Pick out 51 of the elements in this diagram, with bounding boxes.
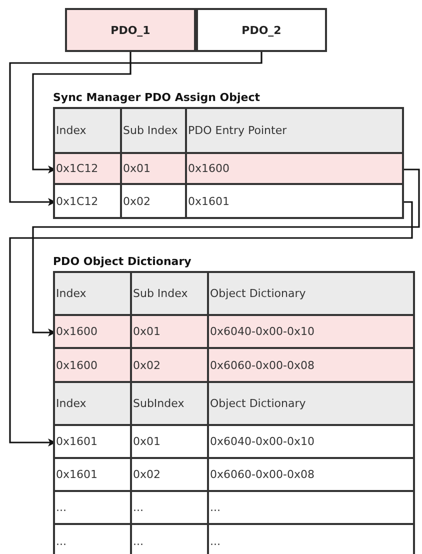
table-cell: 0x01	[132, 426, 209, 457]
table-title: Sync Manager PDO Assign Object	[53, 90, 262, 106]
table-cell-text: ...	[209, 534, 222, 550]
table-cell-text: 0x6040-0x00-0x10	[209, 434, 316, 450]
pdo-box: PDO_1	[65, 8, 196, 52]
table-row	[55, 349, 413, 383]
table-cell: 0x1600	[55, 316, 132, 347]
table-row	[55, 154, 402, 185]
header-cell: Index	[55, 273, 132, 314]
table-cell-text: 0x1601	[187, 194, 231, 210]
table-cell: 0x1C12	[55, 185, 122, 217]
header-cell: SubIndex	[132, 383, 209, 424]
pdo-box: PDO_2	[196, 8, 327, 52]
table-row	[55, 459, 413, 492]
table-cell: ...	[132, 492, 209, 523]
header-cell: Sub Index	[132, 273, 209, 314]
connector-arrow	[9, 201, 413, 446]
table-cell-text: ...	[209, 500, 222, 516]
table-header-row	[55, 109, 402, 154]
table-header-row	[55, 383, 413, 426]
table-cell: 0x01	[132, 316, 209, 347]
connector-arrow	[32, 52, 132, 174]
table-row	[55, 316, 413, 349]
table-cell: 0x02	[132, 349, 209, 381]
connector-arrow	[9, 52, 262, 206]
header-cell: Index	[55, 109, 122, 152]
table-cell: 0x01	[122, 154, 187, 183]
table-header-row	[55, 273, 413, 316]
table-title: PDO Object Dictionary	[53, 254, 192, 270]
table-cell-text: 0x1600	[187, 161, 231, 177]
table-cell: ...	[55, 492, 132, 523]
table-cell: 0x1C12	[55, 154, 122, 183]
table-cell: ...	[132, 525, 209, 554]
header-cell-text: Object Dictionary	[209, 396, 307, 412]
table-cell: 0x1601	[55, 459, 132, 490]
table-row	[55, 185, 402, 219]
table-cell: ...	[55, 525, 132, 554]
table-cell-text: 0x6060-0x00-0x08	[209, 467, 316, 483]
connector-arrow	[32, 168, 420, 336]
table-cell: 0x02	[122, 185, 187, 217]
header-cell-text: Object Dictionary	[209, 286, 307, 302]
header-cell: Sub Index	[122, 109, 187, 152]
header-cell: Index	[55, 383, 132, 424]
table-row	[55, 426, 413, 459]
table-row	[55, 492, 413, 525]
table-cell-text: 0x6060-0x00-0x08	[209, 358, 316, 374]
header-cell-text: PDO Entry Pointer	[187, 123, 288, 139]
table-cell: 0x02	[132, 459, 209, 490]
table-cell-text: 0x6040-0x00-0x10	[209, 324, 316, 340]
table-cell: 0x1600	[55, 349, 132, 381]
table-cell: 0x1601	[55, 426, 132, 457]
